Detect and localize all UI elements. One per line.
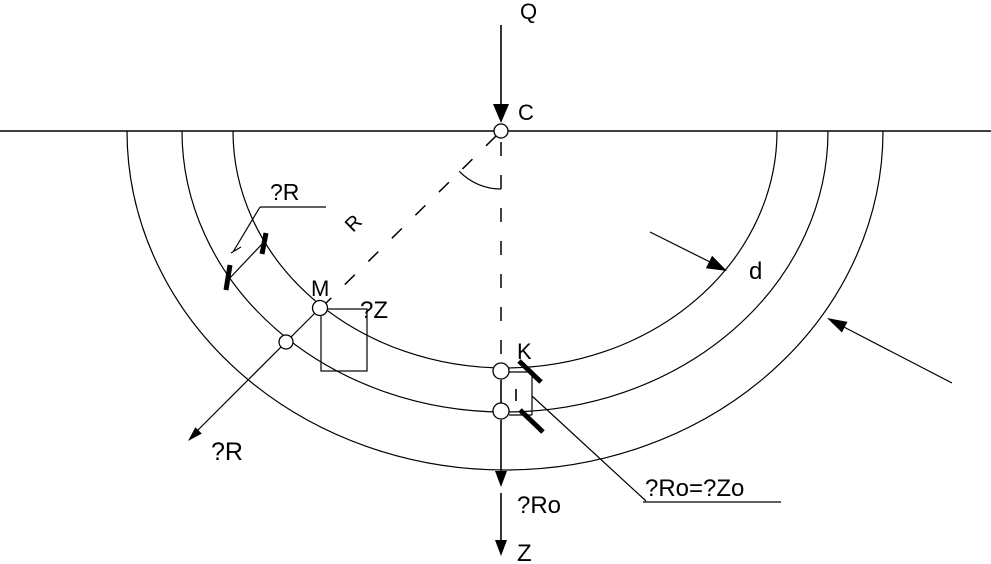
sigma-r-stress-tick-outer — [223, 264, 233, 291]
sigma-r0-arrowhead — [495, 471, 507, 487]
label-radius-r: R — [341, 211, 367, 237]
isobar-outer — [126, 131, 884, 471]
label-d-dimension: d — [749, 258, 762, 285]
label-z-axis: Z — [517, 540, 532, 564]
outer-arc-arrowhead — [827, 318, 848, 333]
label-load-q: Q — [520, 0, 537, 24]
point-k2-marker — [492, 402, 510, 420]
element-m-square — [320, 308, 368, 372]
label-sigma-equality: ?Ro=?Zo — [645, 475, 744, 502]
label-point-k: K — [517, 339, 532, 364]
outer-arc-arrow-line — [839, 324, 953, 384]
sigma-r-leader-foot — [230, 246, 242, 254]
z-axis-arrowhead — [495, 540, 507, 556]
isobar-middle — [181, 131, 829, 413]
label-sigma-r-vector: ?R — [211, 438, 243, 466]
angle-arc — [458, 170, 502, 190]
load-arrowhead — [493, 104, 509, 123]
sigma-r-arrowhead — [188, 427, 202, 441]
point-c-marker — [493, 123, 509, 139]
label-sigma-r0: ?Ro — [517, 492, 561, 519]
label-point-c: C — [518, 100, 534, 125]
d-arrow-line — [649, 231, 713, 264]
sigma-r-stress-tick-inner — [259, 232, 269, 255]
label-point-m: M — [311, 276, 329, 301]
sigma-r-leader-line — [232, 206, 261, 253]
radial-line-point-marker — [278, 334, 294, 350]
label-sigma-z: ?Z — [360, 297, 388, 324]
k-leader-line — [531, 395, 647, 502]
label-sigma-r-element: ?R — [270, 179, 299, 205]
sigma-r-direction-line — [191, 307, 321, 437]
sigma-r-element-connector — [227, 242, 264, 281]
inclined-dashed-radius-line — [323, 135, 497, 306]
d-arrowhead — [705, 255, 727, 271]
point-m-marker — [311, 299, 329, 317]
k-stress-tick-bottom — [518, 408, 545, 434]
k-stress-tick-top — [517, 359, 543, 384]
point-k-marker — [492, 362, 510, 380]
